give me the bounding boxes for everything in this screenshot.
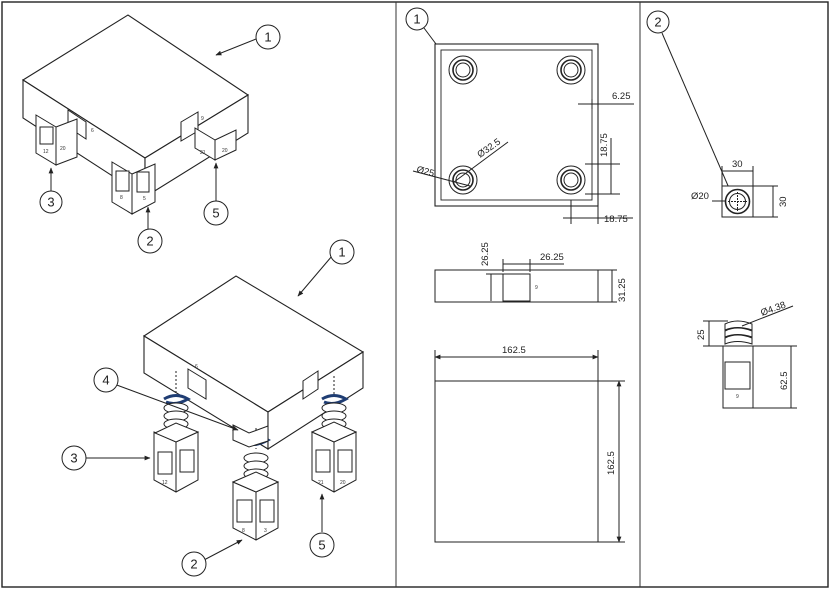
dim-window-width: 26.25 xyxy=(540,252,564,263)
plate-top-view-drawing: 1 Ø25 Ø32.5 6.25 18.75 xyxy=(405,7,634,225)
mount-hole-top-right xyxy=(556,55,586,85)
dim-thread-height: 25 xyxy=(696,329,707,340)
leg-top-view-drawing: 2 30 30 Ø20 xyxy=(646,10,789,218)
face-mark-five-front: 5 xyxy=(143,196,146,202)
rotate-arrow-left-icon xyxy=(163,394,191,405)
dim-side-height: 26.25 xyxy=(480,242,491,266)
face-mark-twenty-right: 20 xyxy=(222,148,228,154)
callout-number-exploded-leg-right: 5 xyxy=(318,538,325,553)
callout-bubble-exploded-leg-left xyxy=(61,445,87,471)
callout-number-leg-left: 3 xyxy=(47,195,54,210)
plate-bottom-view-drawing: 162.5 162.5 xyxy=(434,345,625,543)
isometric-exploded-view: 6 12 xyxy=(61,239,365,577)
dim-leader-hole-outer xyxy=(453,141,509,183)
exploded-leg-left: 12 xyxy=(153,402,200,493)
callout-leader-leg-drawing xyxy=(661,32,730,189)
face-mark-twenty-one: 21 xyxy=(200,150,206,156)
callout-number-leg-right: 5 xyxy=(212,206,219,221)
plate-side-view-drawing: 9 26.25 26.25 31.25 xyxy=(434,242,628,303)
callout-bubble-exploded-plate xyxy=(329,239,355,265)
callout-bubble-leg-left xyxy=(39,190,63,214)
plate-bottom-outline xyxy=(434,380,599,543)
callout-number-leg-front: 2 xyxy=(146,234,153,249)
face-mark-nine: 9 xyxy=(201,116,204,122)
leg-side-view-drawing: 9 Ø4.38 25 62.5 xyxy=(696,300,797,409)
callout-bubble-leg-drawing xyxy=(646,10,670,34)
exploded-leg-front: 8 3 xyxy=(231,452,280,541)
exploded-plate-window-right xyxy=(302,370,319,400)
dim-top-width: 30 xyxy=(732,159,743,170)
dim-body-height: 62.5 xyxy=(779,372,790,391)
mount-hole-bottom-left xyxy=(448,165,478,195)
face-mark-nine-leg: 9 xyxy=(736,394,739,400)
callout-number-exploded-leg-left: 3 xyxy=(70,451,77,466)
svg-text:3: 3 xyxy=(264,528,267,534)
svg-text:20: 20 xyxy=(340,480,346,486)
face-mark-six-exploded: 6 xyxy=(195,364,198,370)
leg-left-window xyxy=(39,126,54,145)
isometric-assembled-view: 6 9 12 20 8 5 21 20 1 3 2 5 xyxy=(21,14,281,254)
callout-number-leg-drawing: 2 xyxy=(654,15,661,30)
callout-leader-exploded-plate xyxy=(297,255,333,297)
callout-number-exploded-arrow: 4 xyxy=(102,373,109,388)
exploded-leg-under-plate xyxy=(232,424,269,448)
callout-number-plate-drawing: 1 xyxy=(413,12,420,27)
face-mark-twelve: 12 xyxy=(43,149,49,155)
face-mark-six: 6 xyxy=(91,128,94,134)
callout-bubble-leg-right xyxy=(203,200,229,226)
face-mark-eight: 8 xyxy=(120,195,123,201)
face-mark-twenty: 20 xyxy=(60,146,66,152)
dim-bore-diameter: Ø20 xyxy=(691,191,709,202)
exploded-plate-window-left xyxy=(187,368,207,400)
dim-plate-width: 162.5 xyxy=(502,345,526,356)
dim-leader-hole-inner xyxy=(412,170,471,187)
leg-thread-coils xyxy=(724,320,753,345)
face-mark-nine-side: 9 xyxy=(535,285,538,291)
dim-plate-thickness: 31.25 xyxy=(617,278,628,302)
leg-right-face-b xyxy=(214,129,237,161)
leg-front-window-b xyxy=(136,171,150,193)
dim-hole-spacing-a: 18.75 xyxy=(599,133,610,157)
callout-leader-plate-drawing xyxy=(423,27,437,45)
plate-outline-inner xyxy=(440,49,593,201)
callout-number-plate: 1 xyxy=(264,30,271,45)
callout-bubble-leg-front xyxy=(137,228,163,254)
callout-bubble-exploded-leg-right xyxy=(309,532,335,558)
callout-bubble-plate-drawing xyxy=(405,7,429,31)
callout-leader-plate xyxy=(215,38,257,56)
svg-text:12: 12 xyxy=(162,480,168,486)
mount-hole-bottom-right xyxy=(556,165,586,195)
callout-bubble-plate xyxy=(255,24,281,50)
dim-edge-offset: 6.25 xyxy=(612,91,631,102)
dim-top-depth: 30 xyxy=(778,196,789,207)
exploded-leg-right: 21 20 xyxy=(310,402,358,493)
callout-number-exploded-plate: 1 xyxy=(338,245,345,260)
callout-bubble-exploded-leg-front xyxy=(181,551,207,577)
callout-bubble-exploded-arrow xyxy=(93,367,119,393)
callout-number-exploded-leg-front: 2 xyxy=(190,557,197,572)
leg-side-window xyxy=(724,361,751,390)
svg-text:8: 8 xyxy=(242,528,245,534)
callout-leader-exploded-leg-front xyxy=(203,539,243,561)
dim-leader-thread xyxy=(741,305,794,327)
dim-thread-diameter: Ø4.38 xyxy=(759,300,787,319)
dim-hole-inner-diameter: Ø25 xyxy=(415,164,435,179)
mount-hole-top-left xyxy=(448,55,478,85)
leg-front-window-a xyxy=(115,170,130,192)
dim-corner-offset: 18.75 xyxy=(604,214,628,225)
callout-leader-exploded-arrow xyxy=(113,383,239,431)
leg-left-face-b xyxy=(55,118,78,166)
dim-plate-length: 162.5 xyxy=(606,451,617,475)
svg-text:21: 21 xyxy=(318,480,324,486)
plate-side-window xyxy=(502,273,531,302)
